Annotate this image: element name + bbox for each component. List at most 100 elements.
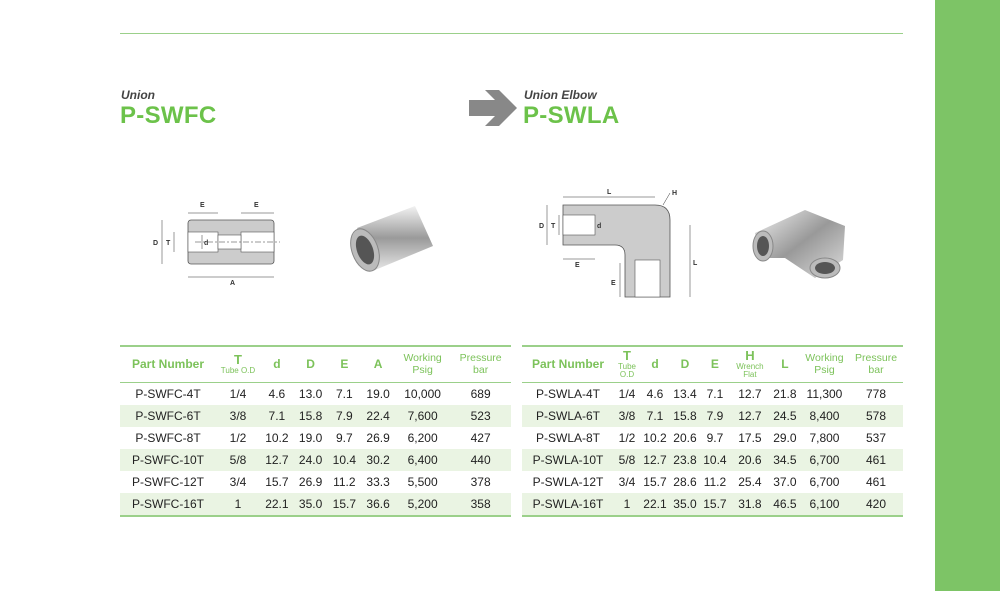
table-cell: P-SWLA-4T bbox=[535, 387, 600, 401]
union-dimension-drawing: E E D T d A bbox=[153, 202, 280, 287]
col-e: E bbox=[710, 357, 719, 372]
table-cell: 22.1 bbox=[643, 497, 667, 511]
union-elbow-product-image bbox=[752, 210, 845, 279]
table-cell: P-SWLA-8T bbox=[535, 431, 600, 445]
table-cell: 35.0 bbox=[673, 497, 697, 511]
dim-a: A bbox=[230, 280, 235, 287]
table-cell: 22.4 bbox=[366, 409, 390, 423]
table-cell: 1/4 bbox=[618, 387, 636, 401]
table-cell: 36.6 bbox=[366, 497, 390, 511]
table-cell: 689 bbox=[470, 387, 491, 401]
dim-d-outer: D bbox=[539, 223, 544, 230]
table-cell: 3/8 bbox=[229, 409, 247, 423]
table-cell: 1/4 bbox=[229, 387, 247, 401]
table-cell: 7.9 bbox=[335, 409, 353, 423]
table-cell: 461 bbox=[866, 453, 887, 467]
col-a: A bbox=[373, 357, 383, 372]
table-cell: 578 bbox=[866, 409, 887, 423]
table-cell: 15.8 bbox=[298, 409, 323, 423]
dim-e1: E bbox=[575, 262, 580, 269]
table-cell: 7.1 bbox=[335, 387, 353, 401]
table-cell: 5/8 bbox=[229, 453, 247, 467]
table-cell: 25.4 bbox=[738, 475, 762, 489]
col-d-outer: D bbox=[306, 357, 315, 372]
union-subtitle: Union bbox=[121, 88, 155, 102]
table-cell: 30.2 bbox=[366, 453, 390, 467]
table-cell: 7.1 bbox=[268, 409, 286, 423]
table-cell: 7.9 bbox=[706, 409, 724, 423]
dim-e2: E bbox=[254, 202, 259, 209]
table-cell: 11,300 bbox=[806, 387, 843, 401]
table-row: P-SWFC-6T 3/8 7.1 15.8 7.9 22.4 7,600 523 bbox=[120, 405, 511, 427]
dim-t: T bbox=[551, 223, 556, 230]
table-cell: 7.1 bbox=[706, 387, 724, 401]
table-cell: 15.7 bbox=[265, 475, 289, 489]
table-cell: 12.7 bbox=[738, 387, 762, 401]
table-cell: 31.8 bbox=[738, 497, 762, 511]
table-cell: 7.1 bbox=[646, 409, 664, 423]
table-cell: 4.6 bbox=[646, 387, 664, 401]
table-cell: 3/4 bbox=[229, 475, 247, 489]
table-cell: 5,500 bbox=[407, 475, 438, 489]
table-cell: 9.7 bbox=[335, 431, 353, 445]
table-cell: 6,200 bbox=[407, 431, 438, 445]
table-cell: 22.1 bbox=[265, 497, 289, 511]
col-part-number: Part Number bbox=[131, 357, 205, 372]
table-cell: 20.6 bbox=[738, 453, 762, 467]
table-cell: 23.8 bbox=[673, 453, 697, 467]
table-cell: 1/2 bbox=[229, 431, 247, 445]
table-cell: 420 bbox=[866, 497, 887, 511]
table-cell: P-SWFC-8T bbox=[135, 431, 201, 445]
table-cell: P-SWFC-6T bbox=[135, 409, 201, 423]
table-cell: 26.9 bbox=[298, 475, 323, 489]
table-cell: 358 bbox=[470, 497, 491, 511]
table-cell: P-SWFC-10T bbox=[132, 453, 204, 467]
table-cell: 33.3 bbox=[366, 475, 390, 489]
table-cell: 1/2 bbox=[618, 431, 636, 445]
table-cell: 3/4 bbox=[618, 475, 636, 489]
dim-e2: E bbox=[611, 280, 616, 287]
dim-d-outer: D bbox=[153, 240, 158, 247]
table-cell: 3/8 bbox=[618, 409, 636, 423]
table-cell: 13.0 bbox=[298, 387, 323, 401]
table-cell: 19.0 bbox=[366, 387, 390, 401]
table-cell: 15.7 bbox=[643, 475, 667, 489]
union-elbow-dimension-drawing: L H D T d E E L bbox=[539, 189, 698, 298]
table-cell: 10.4 bbox=[703, 453, 727, 467]
table-cell: 6,700 bbox=[809, 453, 840, 467]
table-cell: 12.7 bbox=[738, 409, 762, 423]
union-elbow-title: P-SWLA bbox=[523, 102, 620, 129]
table-cell: 46.5 bbox=[773, 497, 797, 511]
table-cell: 13.4 bbox=[673, 387, 697, 401]
table-cell: 1 bbox=[623, 497, 631, 511]
table-cell: 15.7 bbox=[332, 497, 357, 511]
table-cell: 17.5 bbox=[738, 431, 762, 445]
col-d-outer: D bbox=[680, 357, 690, 372]
table-cell: 523 bbox=[470, 409, 491, 423]
table-cell: 427 bbox=[470, 431, 491, 445]
table-cell: 24.5 bbox=[773, 409, 797, 423]
table-cell: 20.6 bbox=[673, 431, 697, 445]
table-cell: 461 bbox=[866, 475, 887, 489]
table-cell: 440 bbox=[470, 453, 491, 467]
table-cell: 7,600 bbox=[407, 409, 438, 423]
table-cell: 10.2 bbox=[643, 431, 667, 445]
dim-h: H bbox=[672, 190, 677, 197]
arrow-right-icon bbox=[469, 90, 517, 126]
dim-d-inner: d bbox=[204, 240, 208, 247]
table-cell: 5/8 bbox=[618, 453, 636, 467]
table-cell: 12.7 bbox=[265, 453, 289, 467]
table-cell: 21.8 bbox=[773, 387, 797, 401]
